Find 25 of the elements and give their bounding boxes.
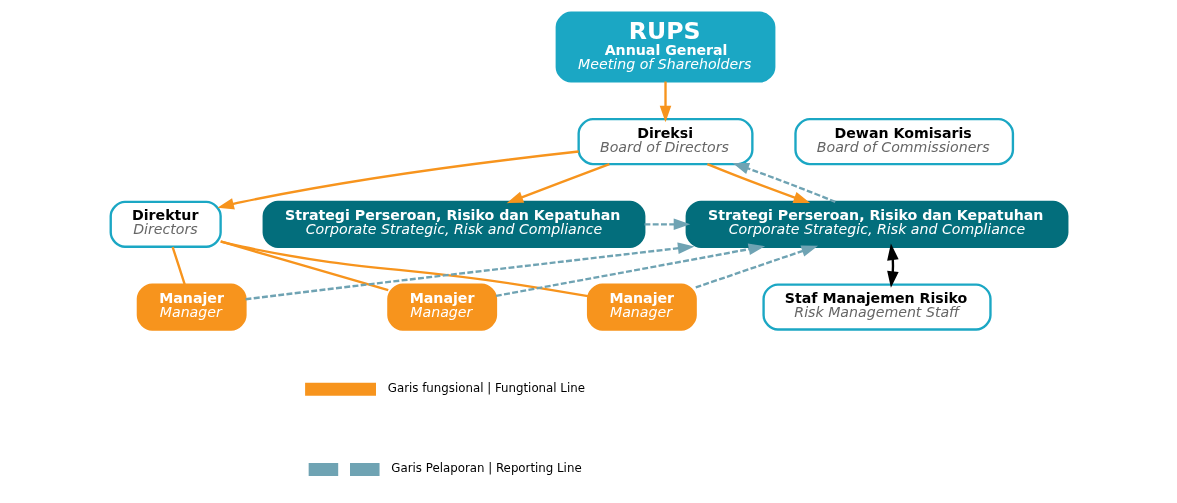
arrow <box>495 243 765 298</box>
node-box: Manajer Manager <box>586 283 697 331</box>
arrow <box>506 163 610 204</box>
connector <box>219 240 389 292</box>
connector <box>220 240 588 298</box>
arrow <box>643 218 690 231</box>
arrow <box>886 243 899 288</box>
arrow <box>216 150 579 210</box>
node-box: Direktur Directors <box>109 200 222 248</box>
node-box: Staf Manajemen Risiko Risk Management Staff <box>761 283 992 331</box>
arrow <box>659 81 671 123</box>
arrow <box>694 245 818 289</box>
node-box: Direksi Board of Directors <box>577 117 754 166</box>
arrow <box>732 162 836 203</box>
node-box: Dewan Komisaris Board of Commissioners <box>793 117 1014 166</box>
arrow <box>244 242 694 301</box>
arrow <box>706 163 810 204</box>
legend-label: Garis fungsional | Fungtional Line <box>387 381 585 396</box>
node-box: Strategi Perseroan, Risiko dan Kepatuhan Corporate Strategic, Risk and Compliance <box>262 200 645 248</box>
connector <box>171 246 186 285</box>
node-box: Strategi Perseroan, Risiko dan Kepatuhan Corporate Strategic, Risk and Compliance <box>685 200 1068 248</box>
legend-label: Garis Pelaporan | Reporting Line <box>390 461 582 476</box>
node-box: Manajer Manager <box>386 283 497 331</box>
node-box: Manajer Manager <box>136 283 247 331</box>
node-box: RUPS Annual General Meeting of Shareholders <box>555 11 775 83</box>
